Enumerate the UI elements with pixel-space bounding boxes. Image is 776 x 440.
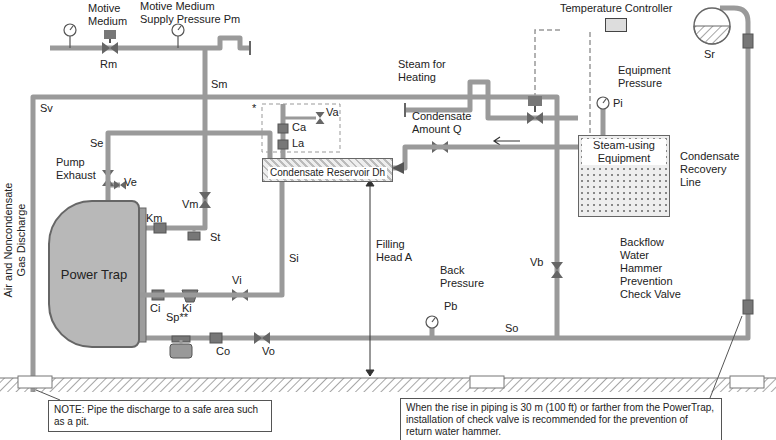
fittings bbox=[152, 34, 753, 358]
part-label: Pb bbox=[444, 300, 457, 313]
node-text: Condensate Reservoir Dh bbox=[268, 167, 387, 179]
pump-body: Power Trap bbox=[48, 200, 140, 348]
note-box: When the rise in piping is 30 m (100 ft)… bbox=[400, 398, 722, 440]
part-label: Sr bbox=[704, 48, 715, 61]
ground bbox=[0, 376, 776, 392]
pipe-connector bbox=[140, 182, 282, 295]
part-label: Steam for Heating bbox=[398, 58, 468, 84]
leader-line bbox=[710, 316, 742, 398]
part-label: Vm bbox=[182, 198, 199, 211]
part-label: Se bbox=[90, 137, 103, 150]
part-label: Sm bbox=[211, 78, 228, 91]
part-label: Motive Medium Supply Pressure Pm bbox=[140, 0, 248, 26]
part-label: Filling Head A bbox=[376, 238, 431, 264]
part-label: Equipment Pressure bbox=[618, 64, 682, 90]
part-label: Si bbox=[289, 252, 299, 265]
part-label: Motive Medium bbox=[88, 2, 138, 28]
part-label: Vi bbox=[232, 274, 242, 287]
pipe-connector bbox=[108, 133, 270, 200]
part-label: Condensate Recovery Line bbox=[680, 150, 742, 189]
valves bbox=[102, 30, 563, 344]
part-label: La bbox=[292, 137, 304, 150]
node-text: When the rise in piping is 30 m (100 ft)… bbox=[406, 402, 716, 438]
part-label: Sp** bbox=[166, 311, 188, 324]
part-label: Va bbox=[326, 106, 339, 119]
node-text: Power Trap bbox=[61, 267, 127, 282]
part-label: * bbox=[252, 102, 256, 115]
node-text: Steam-using Equipment bbox=[582, 139, 666, 165]
part-label: Sv bbox=[40, 102, 53, 115]
equipment-box: Steam-using Equipment bbox=[578, 135, 670, 217]
part-label: Ci bbox=[150, 302, 160, 315]
part-label: Vo bbox=[262, 345, 275, 358]
part-label: Ve bbox=[124, 176, 137, 189]
part-label: So bbox=[505, 322, 518, 335]
receiver-tank bbox=[694, 8, 730, 44]
dimension bbox=[366, 180, 374, 376]
part-label: Backflow Water Hammer Prevention Check V… bbox=[620, 236, 692, 301]
pipes bbox=[33, 8, 748, 392]
node-text: Temperature Controller bbox=[560, 2, 673, 15]
pipe-connector bbox=[589, 32, 591, 135]
part-label: Rm bbox=[100, 58, 117, 71]
pipe-connector bbox=[393, 147, 578, 168]
reservoir-band: Condensate Reservoir Dh bbox=[262, 158, 393, 182]
optional-box bbox=[262, 104, 340, 152]
part-label: Ca bbox=[292, 121, 306, 134]
part-label: Pump Exhaust bbox=[56, 156, 102, 182]
part-label: St bbox=[210, 231, 220, 244]
controller: Temperature Controller bbox=[560, 2, 673, 32]
part-label: Vb bbox=[530, 256, 543, 269]
part-label: Air and Noncondensate Gas Discharge bbox=[2, 175, 28, 305]
part-label: Km bbox=[146, 212, 163, 225]
part-label: Back Pressure bbox=[440, 264, 510, 290]
note-box: NOTE: Pipe the discharge to a safe area … bbox=[48, 400, 272, 432]
part-label: Pi bbox=[613, 97, 623, 110]
node-text: NOTE: Pipe the discharge to a safe area … bbox=[54, 404, 266, 428]
part-label: Co bbox=[216, 345, 230, 358]
controller-box bbox=[605, 18, 627, 32]
leader-line bbox=[36, 390, 60, 400]
edge-label: Condensate Amount Q bbox=[412, 110, 487, 136]
